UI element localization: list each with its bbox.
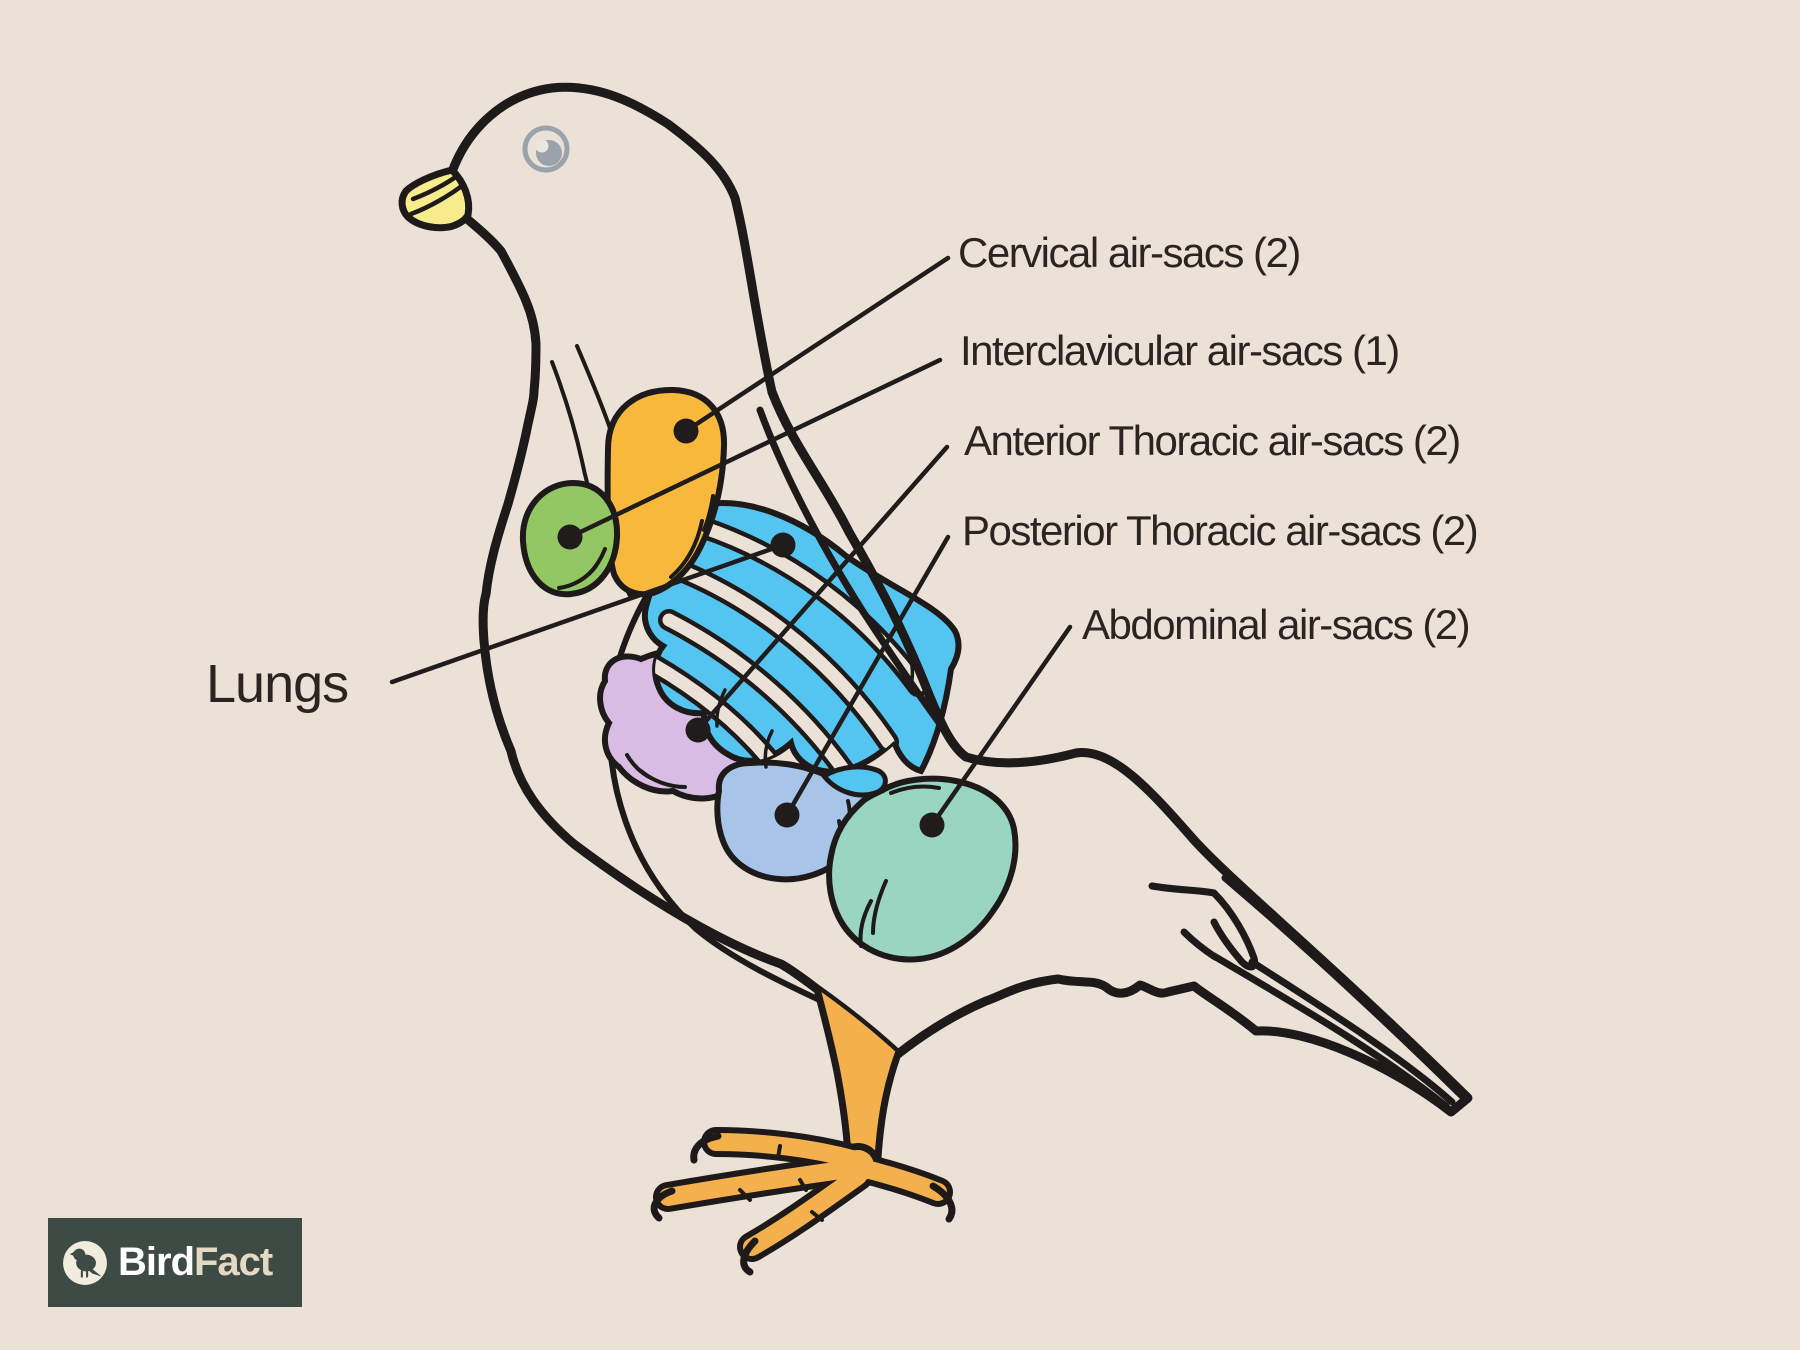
dot-anterior bbox=[685, 717, 711, 743]
label-interclavicular-air-sacs: Interclavicular air-sacs (1) bbox=[960, 327, 1400, 374]
cervical-sac-shading bbox=[669, 494, 715, 579]
claws bbox=[650, 1132, 956, 1276]
birdfact-logo: BirdFact bbox=[48, 1218, 302, 1307]
leader-lines bbox=[389, 255, 1073, 828]
dot-lungs bbox=[770, 532, 796, 558]
dot-interclavicular bbox=[557, 524, 583, 550]
leader-abdominal bbox=[929, 624, 1073, 828]
ankle bbox=[842, 1150, 874, 1182]
lung-lobe-small bbox=[820, 764, 888, 798]
leader-dots bbox=[557, 418, 945, 838]
label-posterior-thoracic-air-sacs: Posterior Thoracic air-sacs (2) bbox=[962, 507, 1479, 554]
leader-anterior bbox=[695, 444, 950, 733]
bird-icon bbox=[63, 1240, 107, 1285]
leader-interclavicular bbox=[567, 357, 943, 540]
dot-abdominal bbox=[919, 812, 945, 838]
dot-posterior bbox=[774, 802, 800, 828]
label-cervical-air-sacs: Cervical air-sacs (2) bbox=[958, 229, 1301, 276]
keel-line bbox=[606, 545, 850, 1016]
label-lungs: Lungs bbox=[206, 654, 349, 714]
leader-cervical bbox=[683, 255, 951, 434]
leg-shape bbox=[817, 989, 898, 1158]
logo-text-bird: Bird bbox=[118, 1240, 195, 1284]
wing-lines bbox=[756, 387, 971, 762]
beak-lines bbox=[408, 173, 466, 217]
toe-scale-ticks bbox=[738, 1144, 824, 1222]
label-abdominal-air-sacs: Abdominal air-sacs (2) bbox=[1082, 601, 1471, 648]
interclavicular-sac-shading bbox=[557, 547, 607, 590]
leg-outline bbox=[813, 985, 902, 1162]
leader-lungs bbox=[389, 542, 786, 685]
label-anterior-thoracic-air-sacs: Anterior Thoracic air-sacs (2) bbox=[964, 417, 1461, 464]
logo-wordmark: BirdFact bbox=[118, 1240, 273, 1285]
dot-cervical bbox=[673, 418, 699, 444]
logo-text-fact: Fact bbox=[194, 1240, 273, 1284]
eye bbox=[522, 125, 570, 173]
abdominal-sac-shading bbox=[858, 784, 941, 948]
tail-feather-lines bbox=[1148, 874, 1466, 1110]
anterior-sac-shading bbox=[625, 753, 687, 789]
leader-posterior bbox=[784, 534, 951, 818]
